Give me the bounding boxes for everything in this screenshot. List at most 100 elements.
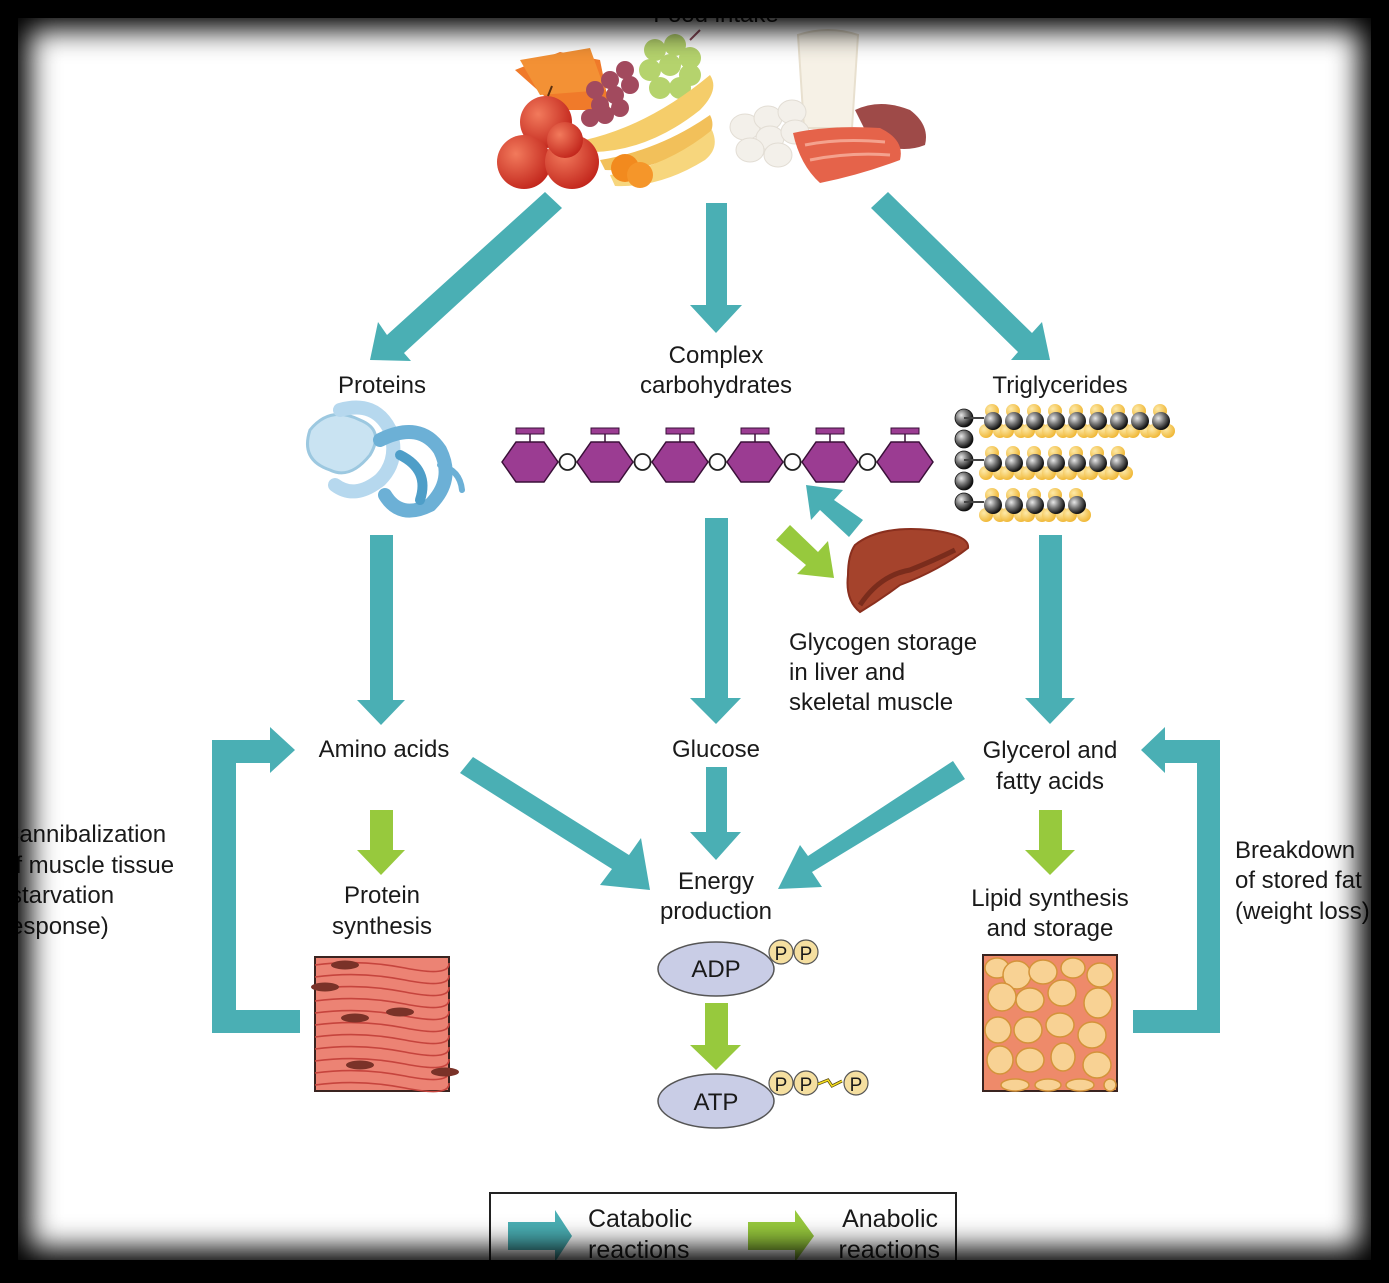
complex-carbs-label-line2: carbohydrates bbox=[640, 372, 792, 399]
legend-anabolic-arrow-icon bbox=[748, 1210, 814, 1262]
amino-acids-label: Amino acids bbox=[319, 736, 450, 763]
legend-anabolic-line2: reactions bbox=[839, 1236, 940, 1264]
fat-cell bbox=[1086, 962, 1114, 988]
arrow-adp-to-atp bbox=[690, 1003, 741, 1070]
glucose-unit bbox=[876, 441, 934, 483]
muscle-nucleus bbox=[346, 1060, 374, 1070]
glucose-unit bbox=[501, 441, 559, 483]
fat-cell bbox=[1045, 1012, 1075, 1038]
legend: Catabolic reactions Anabolic reactions bbox=[489, 1192, 957, 1283]
left-note-line3: (starvation bbox=[2, 882, 114, 909]
glucose-label: Glucose bbox=[672, 736, 760, 763]
fat-cell bbox=[1000, 1078, 1030, 1092]
adp-label: ADP bbox=[691, 956, 740, 983]
fat-cell bbox=[1103, 1078, 1117, 1092]
legend-anabolic-line1: Anabolic bbox=[842, 1205, 938, 1233]
side-group bbox=[590, 427, 620, 435]
legend-catabolic-line1: Catabolic bbox=[588, 1205, 692, 1233]
complex-carbs-label-line1: Complex bbox=[669, 342, 764, 369]
fat-cell bbox=[1034, 1078, 1062, 1092]
glycogen-label-line1: Glycogen storage bbox=[789, 629, 977, 656]
arrow-amino-acids-to-energy bbox=[460, 757, 650, 890]
glycogen-label-line3: skeletal muscle bbox=[789, 689, 953, 716]
arrow-glycogen-to-carbs bbox=[806, 485, 863, 537]
fat-cell bbox=[1047, 979, 1077, 1007]
food-intake-title: Food intake bbox=[653, 1, 778, 28]
bracket-muscle-to-amino-acids bbox=[212, 727, 300, 1033]
adp-phosphate-1: P bbox=[775, 944, 788, 965]
arrow-triglycerides-to-glycerol bbox=[1025, 535, 1075, 724]
fat-cell bbox=[1028, 959, 1058, 985]
liver-illustration bbox=[846, 528, 970, 614]
atp-phosphate-3: P bbox=[850, 1075, 863, 1096]
side-group bbox=[815, 427, 845, 435]
atp-phosphate-2: P bbox=[800, 1075, 813, 1096]
side-group bbox=[890, 427, 920, 435]
right-note-line2: of stored fat bbox=[1235, 867, 1362, 894]
atp-phosphate-1: P bbox=[775, 1075, 788, 1096]
glycosidic-link bbox=[633, 453, 652, 471]
glucose-unit bbox=[801, 441, 859, 483]
glycerol-label-line2: fatty acids bbox=[996, 768, 1104, 795]
fat-cell bbox=[984, 1016, 1012, 1044]
fruits-vegetables-illustration bbox=[497, 29, 715, 189]
muscle-nucleus bbox=[311, 982, 339, 992]
fat-cell bbox=[986, 1045, 1014, 1075]
adp-molecule: ADP P P bbox=[657, 939, 819, 997]
arrow-carbs-to-glycogen bbox=[776, 525, 834, 578]
triglyceride-illustration bbox=[954, 404, 1175, 522]
arrow-glycerol-to-energy bbox=[778, 761, 965, 889]
adp-phosphate-2: P bbox=[800, 944, 813, 965]
muscle-nucleus bbox=[431, 1067, 459, 1077]
glycosidic-link bbox=[558, 453, 577, 471]
bracket-fat-to-glycerol bbox=[1133, 727, 1220, 1033]
left-side-note: Cannibalization of muscle tissue (starva… bbox=[2, 821, 174, 940]
fat-cell bbox=[1083, 987, 1113, 1019]
arrow-glucose-to-energy bbox=[690, 767, 741, 860]
fat-cell bbox=[1013, 1016, 1043, 1044]
fat-cell bbox=[1065, 1078, 1095, 1092]
atp-molecule: ATP P P P bbox=[657, 1070, 869, 1129]
right-side-note: Breakdown of stored fat (weight loss) bbox=[1235, 837, 1370, 925]
energy-production-label-line2: production bbox=[660, 898, 772, 925]
glycerol-label-line1: Glycerol and bbox=[983, 737, 1118, 764]
lipid-synthesis-label-line2: and storage bbox=[987, 915, 1114, 942]
arrow-food-to-proteins bbox=[370, 192, 562, 361]
fat-cell bbox=[1060, 957, 1086, 979]
right-note-line1: Breakdown bbox=[1235, 837, 1355, 864]
legend-catabolic-arrow-icon bbox=[508, 1210, 572, 1262]
adipose-tissue-illustration bbox=[982, 954, 1118, 1092]
energy-production-label-line1: Energy bbox=[678, 868, 754, 895]
fat-cell bbox=[1015, 1047, 1045, 1073]
muscle-nucleus bbox=[386, 1007, 414, 1017]
arrow-food-to-carbs bbox=[690, 203, 742, 333]
side-group bbox=[515, 427, 545, 435]
side-group bbox=[665, 427, 695, 435]
protein-illustration bbox=[306, 400, 465, 518]
muscle-nucleus bbox=[331, 960, 359, 970]
arrow-amino-acids-to-protein-synthesis bbox=[357, 810, 405, 875]
arrow-proteins-to-amino-acids bbox=[357, 535, 405, 725]
glycogen-label-line2: in liver and bbox=[789, 659, 905, 686]
left-note-line4: response) bbox=[2, 913, 109, 940]
protein-synthesis-label-line1: Protein bbox=[344, 882, 420, 909]
catabolic-arrows bbox=[212, 192, 1220, 1033]
arrow-glycerol-to-lipid-synthesis bbox=[1025, 810, 1075, 875]
right-note-line3: (weight loss) bbox=[1235, 898, 1370, 925]
left-note-line1: Cannibalization bbox=[2, 821, 166, 848]
legend-catabolic-line2: reactions bbox=[588, 1236, 689, 1264]
glycosidic-link bbox=[858, 453, 877, 471]
glucose-unit bbox=[726, 441, 784, 483]
glucose-unit bbox=[651, 441, 709, 483]
left-note-line2: of muscle tissue bbox=[2, 852, 174, 879]
anabolic-arrows bbox=[357, 525, 1075, 1070]
fat-cell bbox=[987, 982, 1017, 1012]
protein-synthesis-label-line2: synthesis bbox=[332, 913, 432, 940]
atp-label: ATP bbox=[694, 1089, 739, 1116]
arrow-food-to-triglycerides bbox=[871, 192, 1050, 360]
glycosidic-link bbox=[708, 453, 727, 471]
glucose-unit bbox=[576, 441, 634, 483]
fat-cell bbox=[1015, 987, 1045, 1013]
